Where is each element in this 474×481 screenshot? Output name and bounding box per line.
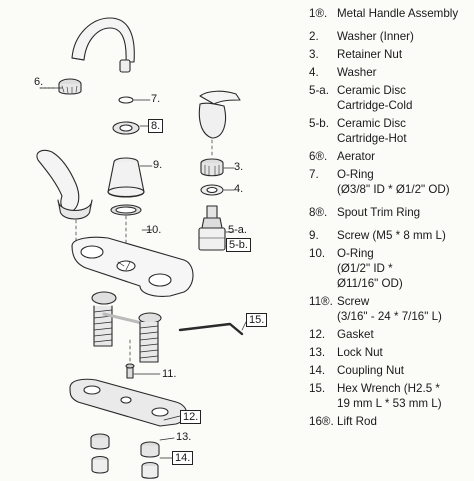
- part-name: Aerator: [337, 150, 376, 163]
- part-row: 9. Screw (M5 * 8 mm L): [309, 228, 474, 243]
- faucet-body-drawing: [71, 236, 194, 297]
- part-row: 7. O-Ring (Ø3/8" ID * Ø1/2" OD): [309, 167, 474, 197]
- callout-6: 6.: [34, 76, 44, 88]
- screw-11-drawing: [125, 363, 135, 379]
- exploded-faucet-drawing: [36, 17, 247, 479]
- part-name: Ceramic Disc Cartridge-Hot: [337, 117, 407, 145]
- parts-list: 1®. Metal Handle Assembly 2. Washer (Inner…: [309, 6, 474, 429]
- part-number: 10.: [309, 247, 326, 260]
- part-number: 2.: [309, 30, 319, 43]
- spout-base-drawing: [107, 157, 145, 198]
- part-name: Screw (M5 * 8 mm L): [337, 229, 446, 242]
- aerator-drawing: [58, 78, 82, 95]
- handle-right-drawing: [198, 90, 241, 139]
- callout-12: 12.: [180, 410, 202, 424]
- part-row: 1®. Metal Handle Assembly: [309, 6, 474, 21]
- part-number: 14.: [309, 364, 326, 377]
- part-number: 3.: [309, 48, 319, 61]
- o-ring-10-drawing: [110, 204, 142, 216]
- part-row: 3. Retainer Nut: [309, 47, 474, 62]
- part-row: 5-a. Ceramic Disc Cartridge-Cold: [309, 83, 474, 113]
- part-name: Ceramic Disc Cartridge-Cold: [337, 84, 413, 112]
- part-name: Lift Rod: [337, 415, 377, 428]
- leader-lines: [39, 87, 247, 459]
- part-row: 5-b. Ceramic Disc Cartridge-Hot: [309, 116, 474, 146]
- coupling-nut-drawing: [91, 455, 159, 479]
- cartridge-drawing: [198, 205, 226, 251]
- part-number: 1®.: [309, 7, 328, 20]
- hex-wrench-drawing: [178, 322, 244, 336]
- callout-15: 15.: [246, 313, 268, 327]
- part-name: Gasket: [337, 328, 374, 341]
- callout-4: 4.: [234, 183, 244, 195]
- part-row: 15. Hex Wrench (H2.5 * 19 mm L * 53 mm L): [309, 381, 474, 411]
- callout-14: 14.: [172, 451, 194, 465]
- callout-9: 9.: [153, 159, 163, 171]
- part-row: 6®. Aerator: [309, 149, 474, 164]
- handle-left-drawing: [36, 149, 93, 220]
- part-row: 16®.Lift Rod: [309, 414, 474, 429]
- part-row: 10. O-Ring (Ø1/2" ID * Ø11/16" OD): [309, 246, 474, 291]
- callout-3: 3.: [234, 161, 244, 173]
- part-number: 16®.: [309, 415, 334, 428]
- part-number: 8®.: [309, 206, 328, 219]
- part-number: 6®.: [309, 150, 328, 163]
- part-name: Screw (3/16" - 24 * 7/16" L): [337, 295, 442, 323]
- part-number: 11®.: [309, 295, 333, 308]
- part-name: Washer (Inner): [337, 30, 414, 43]
- part-number: 5-b.: [309, 117, 329, 130]
- part-number: 13.: [309, 346, 326, 359]
- spout-drawing: [71, 17, 135, 73]
- part-number: 5-a.: [309, 84, 329, 97]
- callout-7: 7.: [151, 93, 161, 105]
- part-name: Washer: [337, 66, 377, 79]
- part-number: 4.: [309, 66, 319, 79]
- callout-5a: 5-a.: [228, 224, 247, 236]
- lock-nut-drawing: [90, 433, 160, 458]
- part-number: 15.: [309, 382, 326, 395]
- valve-threads-drawing: [91, 291, 162, 363]
- part-name: O-Ring (Ø1/2" ID * Ø11/16" OD): [337, 247, 403, 290]
- part-row: 4. Washer: [309, 65, 474, 80]
- part-name: Coupling Nut: [337, 364, 405, 377]
- part-row: 11®. Screw (3/16" - 24 * 7/16" L): [309, 294, 474, 324]
- part-number: 7.: [309, 168, 319, 181]
- callout-13: 13.: [176, 431, 192, 443]
- retainer-nut-drawing: [200, 158, 224, 177]
- part-row: 13. Lock Nut: [309, 345, 474, 360]
- part-name: Metal Handle Assembly: [337, 7, 459, 20]
- spout-trim-ring-drawing: [112, 121, 140, 135]
- part-number: 12.: [309, 328, 326, 341]
- part-name: Spout Trim Ring: [337, 206, 421, 219]
- callout-5b: 5-b.: [226, 238, 251, 252]
- o-ring-7-drawing: [118, 96, 134, 104]
- part-row: 8®. Spout Trim Ring: [309, 205, 474, 220]
- callout-10: 10.: [146, 224, 162, 236]
- callout-8: 8.: [148, 119, 164, 133]
- part-row: 2. Washer (Inner): [309, 29, 474, 44]
- part-name: Hex Wrench (H2.5 * 19 mm L * 53 mm L): [337, 382, 442, 410]
- part-row: 12. Gasket: [309, 327, 474, 342]
- washer-4-drawing: [200, 184, 224, 196]
- part-name: Retainer Nut: [337, 48, 403, 61]
- part-name: O-Ring (Ø3/8" ID * Ø1/2" OD): [337, 168, 450, 196]
- part-name: Lock Nut: [337, 346, 383, 359]
- part-row: 14. Coupling Nut: [309, 363, 474, 378]
- callout-11: 11.: [162, 368, 177, 380]
- part-number: 9.: [309, 229, 319, 242]
